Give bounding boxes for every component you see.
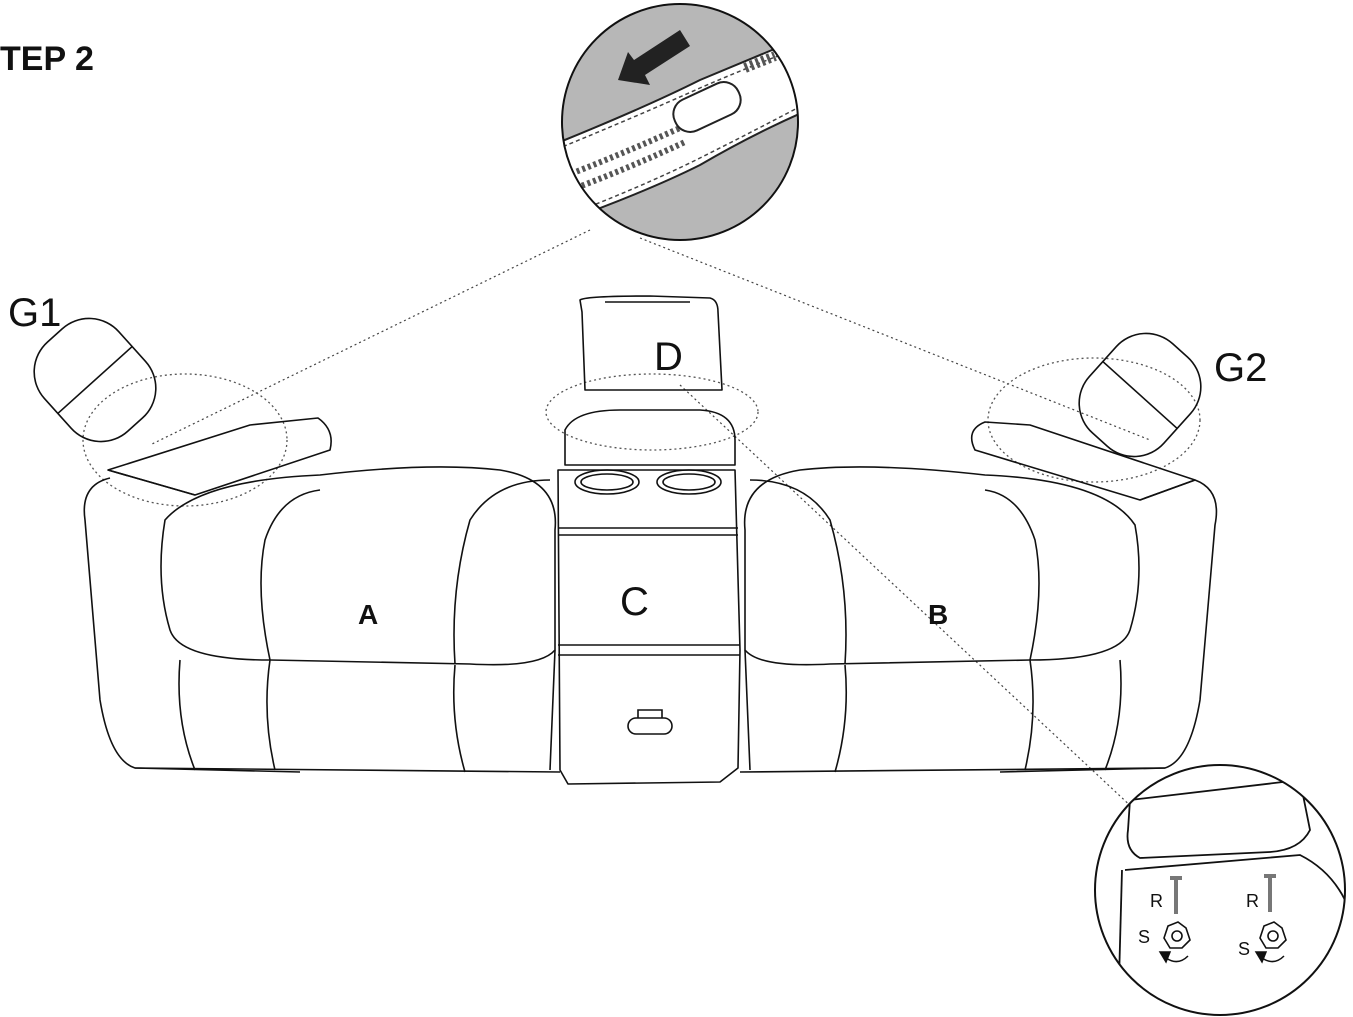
bolt-icon bbox=[1264, 874, 1276, 912]
cup-holder-icon bbox=[574, 469, 722, 495]
headrest-g2 bbox=[1078, 332, 1202, 458]
label-a: A bbox=[358, 599, 378, 630]
headrest-g1 bbox=[33, 317, 157, 443]
zipper-detail-icon bbox=[561, 3, 799, 241]
rotation-arrow-icon bbox=[1158, 951, 1189, 964]
label-d: D bbox=[654, 335, 683, 379]
label-g2: G2 bbox=[1214, 346, 1267, 390]
sofa bbox=[83, 295, 1218, 785]
label-g1: G1 bbox=[8, 291, 61, 335]
label-r-right: R bbox=[1246, 891, 1259, 911]
label-c: C bbox=[620, 580, 649, 624]
rotation-arrow-icon bbox=[1254, 951, 1285, 964]
label-s-right: S bbox=[1238, 939, 1250, 959]
step-heading: TEP 2 bbox=[0, 40, 94, 78]
arrow-left-icon bbox=[618, 30, 690, 85]
label-r-left: R bbox=[1150, 891, 1163, 911]
highlight-ellipses bbox=[82, 357, 1201, 507]
label-s-left: S bbox=[1138, 927, 1150, 947]
label-b: B bbox=[928, 599, 948, 630]
guide-lines bbox=[149, 229, 1151, 811]
bolt-icon bbox=[1170, 876, 1182, 914]
bolt-detail-zoom: R S R S bbox=[1094, 764, 1346, 1016]
handle-icon bbox=[627, 709, 673, 735]
knob-icon bbox=[1163, 921, 1191, 949]
knob-icon bbox=[1259, 921, 1287, 949]
